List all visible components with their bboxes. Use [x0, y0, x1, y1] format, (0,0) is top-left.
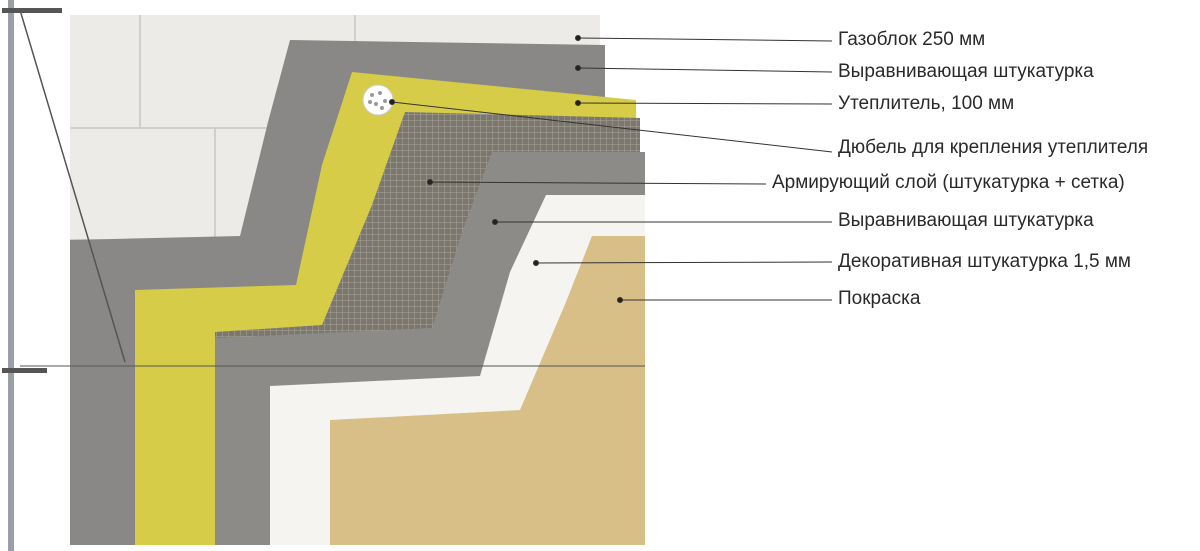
leader-line-decorative-plaster: [535, 261, 833, 264]
leader-line-leveling-plaster-1: [577, 67, 833, 73]
label-leveling-plaster-2: Выравнивающая штукатурка: [838, 210, 1094, 231]
scaffold-pole: [2, 0, 62, 551]
leader-line-gas-block: [577, 37, 833, 42]
label-paint: Покраска: [838, 288, 921, 309]
leader-dot-reinforcing-mesh: [427, 179, 433, 185]
label-decorative-plaster: Декоративная штукатурка 1,5 мм: [838, 251, 1131, 272]
leader-dot-leveling-plaster-1: [575, 65, 581, 71]
leader-dot-dowel: [389, 99, 395, 105]
paint-layer: [330, 236, 645, 545]
leader-line-dowel: [391, 101, 833, 153]
dowel-icon: [362, 84, 394, 116]
label-gas-block: Газоблок 250 мм: [838, 29, 986, 50]
label-leveling-plaster-1: Выравнивающая штукатурка: [838, 61, 1094, 82]
label-insulation: Утеплитель, 100 мм: [838, 93, 1015, 114]
leader-line-reinforcing-mesh: [429, 181, 767, 185]
leader-dot-gas-block: [575, 35, 581, 41]
leader-dot-paint: [617, 297, 623, 303]
leader-line-insulation: [577, 102, 833, 105]
leader-dot-decorative-plaster: [533, 260, 539, 266]
label-dowel: Дюбель для крепления утеплителя: [838, 137, 1149, 158]
leader-dot-insulation: [575, 100, 581, 106]
leader-dot-leveling-plaster-2: [492, 219, 498, 225]
label-reinforcing-mesh: Армирующий слой (штукатурка + сетка): [772, 172, 1125, 193]
